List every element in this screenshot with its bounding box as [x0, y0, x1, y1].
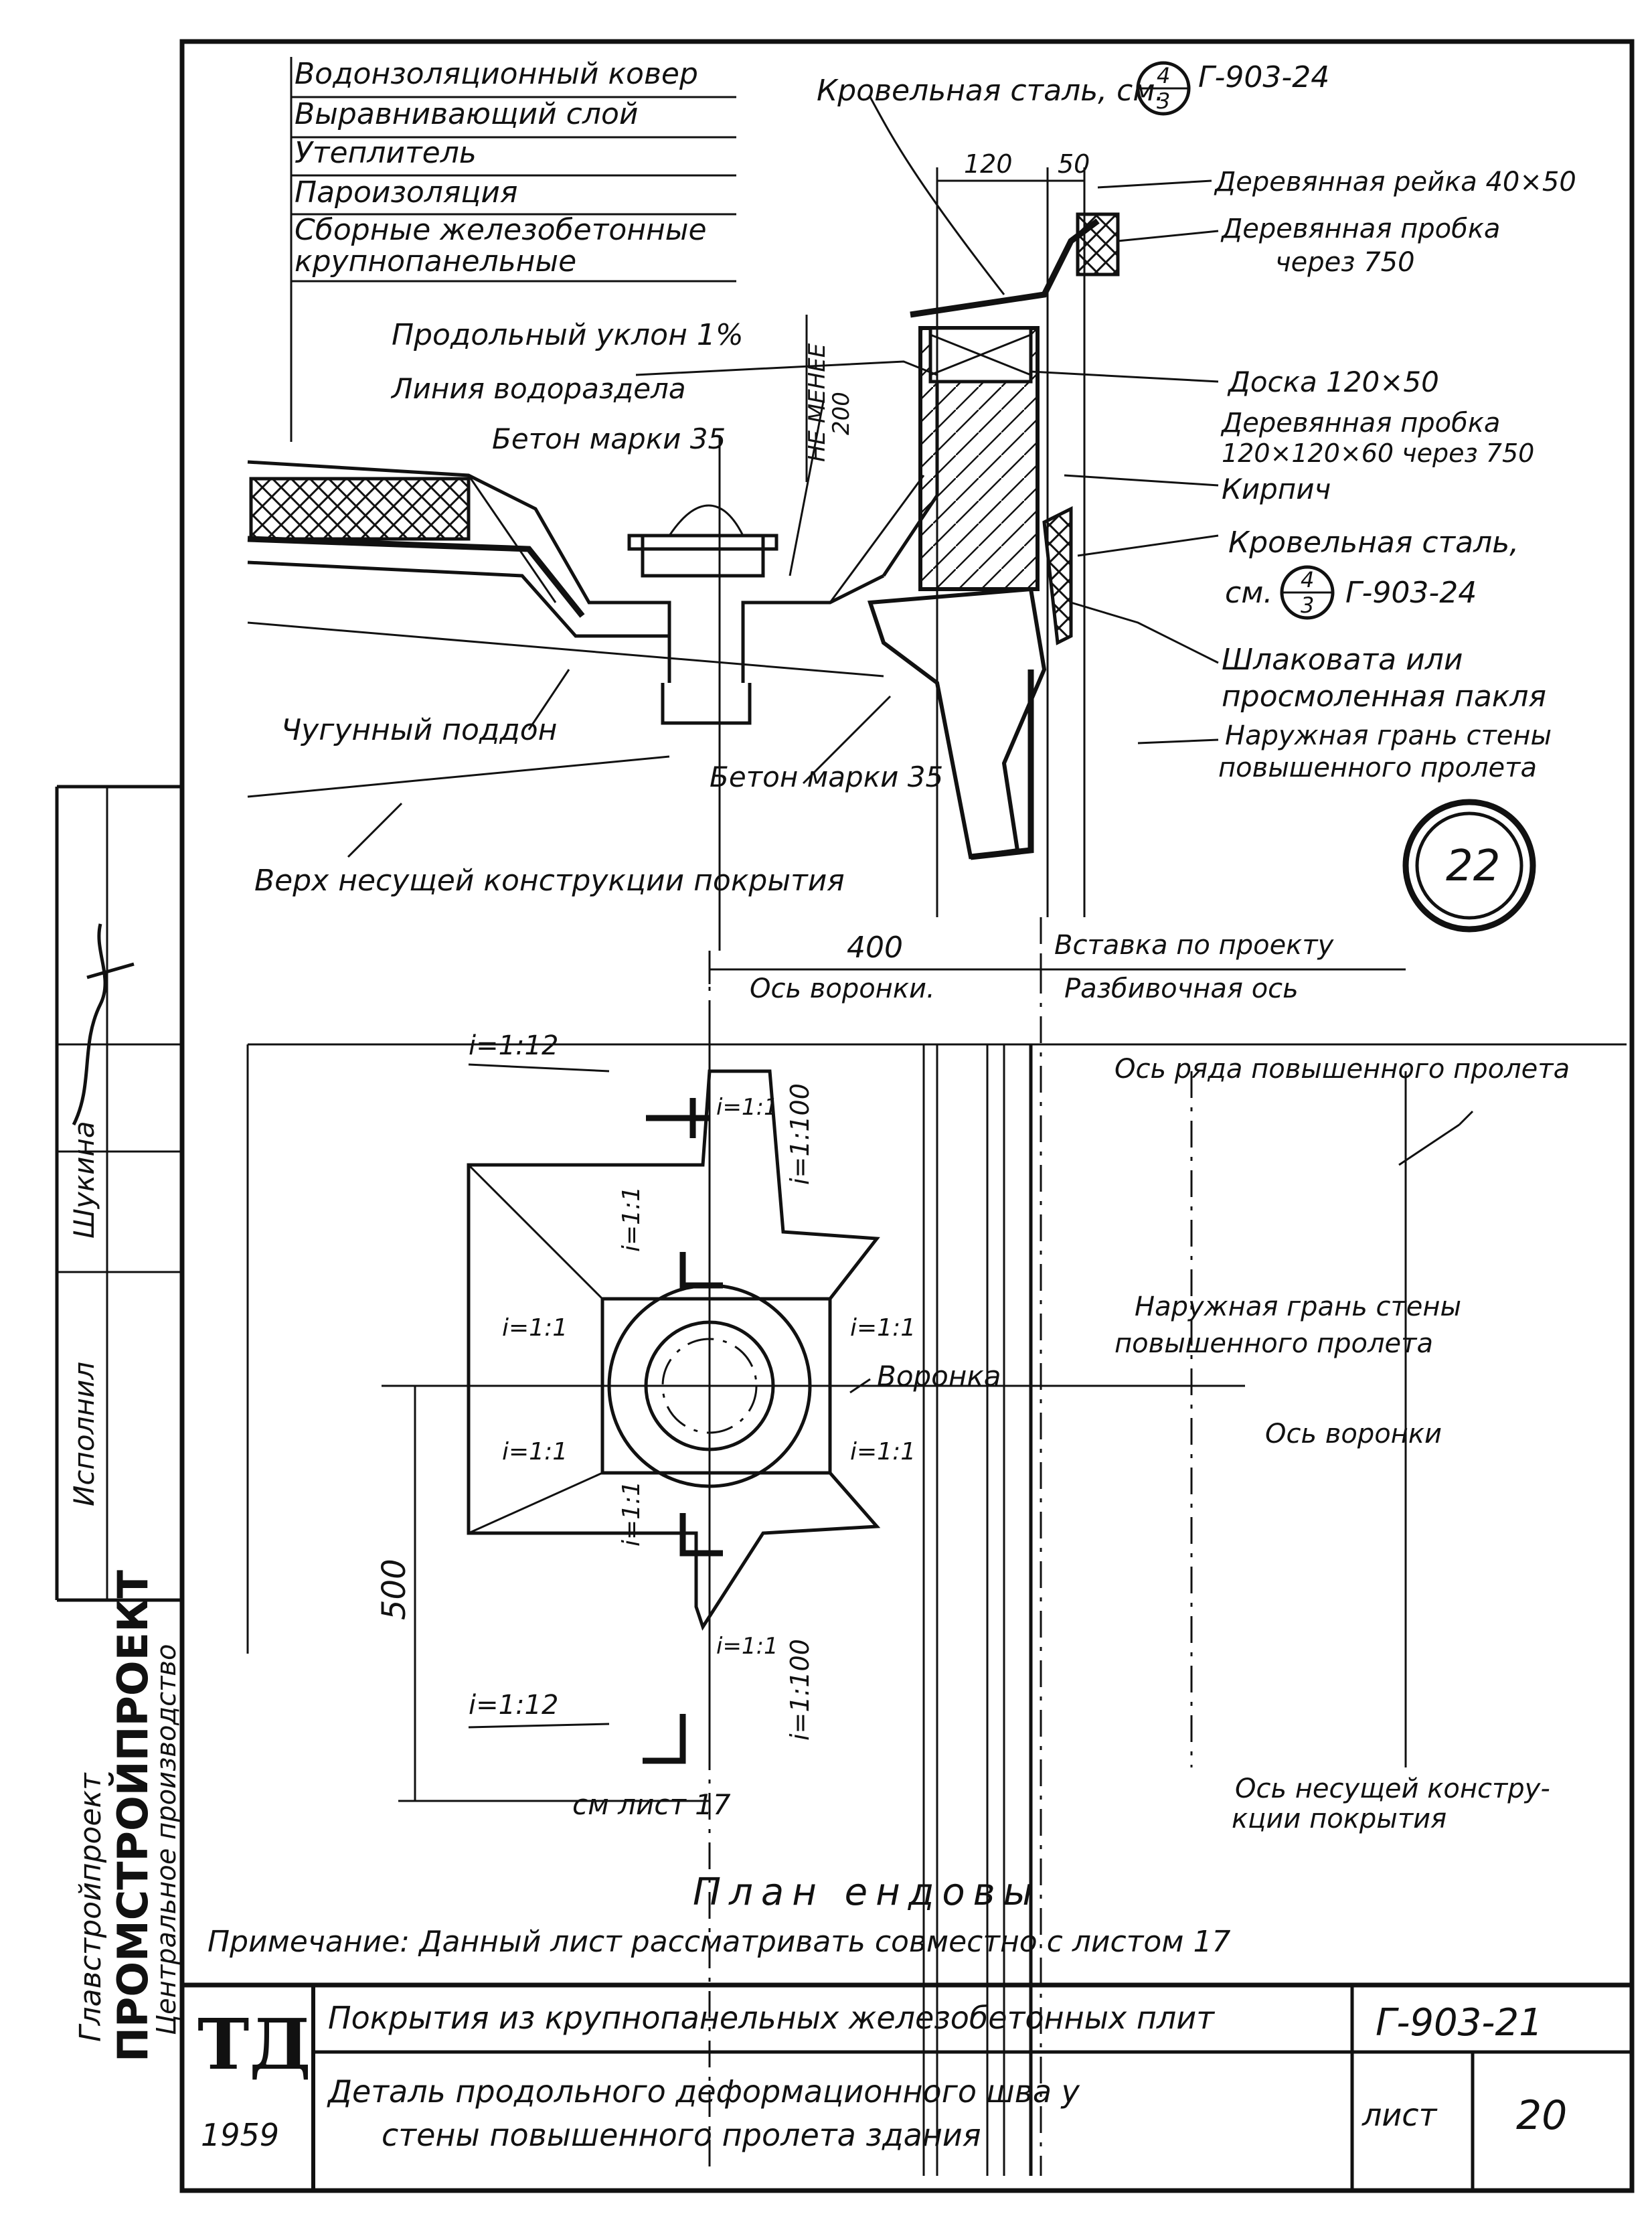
detail-circle-inner [1415, 811, 1523, 920]
label-rail: Деревянная рейка 40×50 [1214, 167, 1576, 197]
title-line-1: Покрытия из крупнопанельных железобетонн… [328, 2000, 1215, 2036]
slope-1-1-a: i=1:1 [618, 1186, 645, 1252]
left-margin: ПРОМСТРОЙПРОЕКТ Главстройпроект Централь… [68, 923, 182, 2062]
label-bearing-axis: Ось несущей констру- [1235, 1773, 1550, 1804]
slope-1-12-top: i=1:12 [469, 1030, 558, 1061]
dim-500: 500 [376, 1559, 413, 1620]
label-funnel-axis-2: Ось воронки [1265, 1419, 1442, 1449]
plan-view: 400 Вставка по проекту Ось воронки. Разб… [246, 930, 1627, 2176]
label-concrete-2: Бетон марки 35 [710, 761, 943, 793]
executor-name: Шукина [68, 1121, 100, 1239]
label-tray: Чугунный поддон [281, 713, 557, 747]
label-face-1: Наружная грань стены [1225, 720, 1552, 751]
layer-4: Пароизоляция [295, 175, 517, 210]
title-block: ТД 1959 Покрытия из крупнопанельных желе… [182, 1982, 1632, 2191]
label-board: Доска 120×50 [1227, 366, 1439, 398]
label-brick: Кирпич [1222, 473, 1331, 505]
label-slag: Шлаковата или [1222, 643, 1463, 677]
label-watershed: Линия водораздела [390, 372, 686, 405]
label-plug: Деревянная пробка [1220, 214, 1500, 244]
label-200: 200 [828, 392, 855, 435]
sheet-number: 20 [1516, 2092, 1567, 2139]
label-see: см. [1225, 576, 1272, 610]
label-layout-axis: Разбивочная ось [1064, 973, 1299, 1004]
layer-5: Сборные железобетонные [295, 213, 707, 247]
label-not-less: НЕ МЕНЕЕ [804, 343, 831, 462]
slope-1-1-top: i=1:1 [716, 1094, 778, 1121]
ref-2-code: Г-903-24 [1345, 576, 1477, 610]
label-slag-2: просмоленная пакля [1222, 680, 1546, 714]
label-bearing-axis-2: кции покрытия [1232, 1804, 1447, 1834]
label-funnel-axis: Ось воронки. [750, 973, 935, 1004]
slope-1-1-f: i=1:1 [618, 1481, 645, 1547]
dim-50: 50 [1058, 149, 1090, 179]
year: 1959 [201, 2117, 279, 2153]
title-line-3: стены повышенного пролета здания [382, 2117, 981, 2153]
layer-3: Утеплитель [295, 136, 477, 170]
org-name-2: Главстройпроект [74, 1772, 108, 2042]
slope-1-1-e: i=1:1 [850, 1438, 916, 1466]
slope-1-12-bottom: i=1:12 [469, 1690, 558, 1721]
label-face-2b: повышенного пролета [1114, 1328, 1433, 1359]
plan-title: План ендовы [693, 1871, 1041, 1914]
label-plug-2: через 750 [1275, 247, 1415, 278]
sheet-frame [55, 39, 1635, 2193]
detail-number: 22 [1446, 842, 1500, 891]
label-plug-block: Деревянная пробка [1220, 408, 1500, 439]
slope-1-1-bottom: i=1:1 [716, 1633, 778, 1660]
label-see-sheet: см лист 17 [572, 1788, 731, 1821]
title-line-2: Деталь продольного деформационного шва у [327, 2073, 1080, 2110]
label-top-structure: Верх несущей конструкции покрытия [254, 864, 845, 898]
ref-top-num: 4 [1157, 63, 1170, 88]
ref-top-code: Г-903-24 [1198, 60, 1329, 94]
sheet-label: лист [1361, 2097, 1438, 2133]
org-name-3: Центральное производство [151, 1644, 182, 2035]
label-slope: Продольный уклон 1% [392, 318, 744, 352]
label-row-axis: Ось ряда повышенного пролета [1114, 1054, 1570, 1085]
label-insert: Вставка по проекту [1054, 930, 1335, 961]
slope-1-1-d: i=1:1 [502, 1438, 568, 1466]
ref-2-den: 3 [1301, 592, 1314, 618]
drawing-code: Г-903-21 [1376, 2001, 1543, 2045]
section-detail: Водонзоляционный ковер Выравнивающий сло… [247, 57, 1576, 2176]
layer-2: Выравнивающий слой [295, 97, 639, 131]
label-face-1b: повышенного пролета [1218, 753, 1537, 783]
note-text: Примечание: Данный лист рассматривать со… [208, 1925, 1230, 1959]
slope-1-1-b: i=1:1 [502, 1314, 568, 1342]
slope-1-100-top: i=1:100 [785, 1083, 815, 1185]
signature [72, 923, 135, 1126]
label-plug-block-2: 120×120×60 через 750 [1222, 439, 1534, 468]
label-concrete-1: Бетон марки 35 [492, 422, 726, 455]
detail-circle-outer [1402, 799, 1536, 933]
label-funnel: Воронка [877, 1360, 1001, 1393]
ref-bubble-top [1136, 61, 1191, 116]
role-label: Исполнил [68, 1362, 100, 1506]
ref-top-den: 3 [1157, 88, 1170, 114]
ref-2-num: 4 [1301, 567, 1314, 592]
slope-1-1-c: i=1:1 [850, 1314, 916, 1342]
logo: ТД [197, 2003, 311, 2085]
label-roofing-steel-2: Кровельная сталь, [1228, 526, 1519, 560]
slope-1-100-bottom: i=1:100 [785, 1639, 815, 1741]
label-face-2: Наружная грань стены [1135, 1291, 1461, 1322]
ref-bubble-2 [1280, 565, 1335, 620]
dim-400: 400 [847, 931, 903, 965]
org-name-main: ПРОМСТРОЙПРОЕКТ [108, 1570, 157, 2062]
layer-6: крупнопанельные [295, 244, 576, 279]
dim-120: 120 [964, 149, 1013, 179]
label-roofing-steel-top: Кровельная сталь, см. [817, 74, 1165, 108]
layer-1: Водонзоляционный ковер [295, 57, 698, 91]
